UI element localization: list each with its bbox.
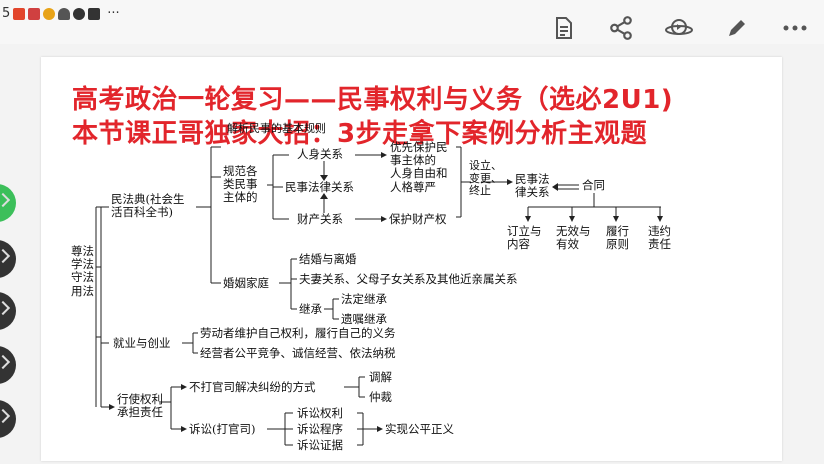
video-toolbar: [534, 10, 824, 46]
rights-line: 承担责任: [117, 405, 163, 420]
contract-item: 违约 责任: [648, 224, 671, 252]
edit-button[interactable]: [708, 10, 766, 46]
contract-item: 订立与 内容: [507, 224, 542, 252]
civil-code-line: 活百科全书): [111, 205, 173, 220]
establish-line: 设立、: [469, 159, 502, 172]
employment-item: 劳动者维护自己权利，履行自己的义务: [200, 326, 396, 340]
lawsuit-node: 诉讼(打官司): [189, 422, 256, 436]
contract-item-line: 有效: [556, 237, 579, 252]
watch-together-button[interactable]: [650, 10, 708, 46]
document-button[interactable]: [534, 10, 592, 46]
contract-node: 合同: [582, 178, 605, 192]
regulate-line: 规范各: [223, 164, 258, 178]
establish-line: 终止: [469, 184, 491, 198]
slide-title-line2: 本节课正哥独家大招：3步走拿下案例分析主观题: [72, 119, 648, 149]
civil-legal-rel-line: 律关系: [515, 185, 550, 200]
chevron-right-icon: [0, 300, 11, 316]
establish-node: 设立、 变更、 终止: [469, 159, 502, 198]
side-button-4[interactable]: [0, 346, 16, 384]
contract-item-line: 责任: [648, 237, 671, 252]
tiktok-icon: [88, 7, 101, 20]
regulate-line: 类民事: [223, 177, 258, 192]
bell-icon: [58, 7, 71, 20]
contract-item-line: 无效与: [556, 224, 591, 238]
chevron-right-icon: [0, 408, 11, 424]
civil-code-node: 民法典(社会生 活百科全书): [111, 192, 185, 220]
contract-item: 履行 原则: [606, 224, 629, 252]
share-icon: [610, 16, 632, 40]
no-lawsuit-item: 调解: [369, 370, 392, 384]
civil-legal-rel-node: 民事法 律关系: [515, 172, 550, 200]
document-icon: [556, 17, 572, 39]
slide-title-line1: 高考政治一轮复习——民事权利与义务（选必2U1): [72, 85, 674, 115]
basic-rules-label: 解析民事的基本规则: [227, 122, 326, 135]
contract-item-line: 内容: [507, 237, 530, 252]
priority-line: 事主体的: [390, 153, 436, 168]
more-icon: [783, 25, 807, 31]
regulate-line: 主体的: [223, 190, 258, 205]
side-button-2[interactable]: [0, 240, 16, 278]
marriage-item: 结婚与离婚: [299, 252, 357, 266]
edit-icon: [729, 20, 745, 36]
contract-item-line: 履行: [606, 224, 629, 238]
chevron-right-icon: [0, 192, 11, 208]
root-node: 尊法 学法 守法 用法: [71, 244, 94, 298]
marriage-node: 婚姻家庭: [223, 276, 269, 290]
marriage-item: 夫妻关系、父母子女关系及其他近亲属关系: [299, 272, 518, 286]
civil-legal-rel-line: 民事法: [515, 172, 550, 186]
watch-icon: [665, 19, 693, 35]
root-line: 用法: [71, 283, 94, 298]
civil-legal-relation-node: 民事法律关系: [285, 180, 354, 194]
property-relation-node: 财产关系: [297, 212, 343, 226]
inherit-item: 法定继承: [341, 292, 387, 306]
contract-item-line: 违约: [648, 224, 671, 238]
no-lawsuit-item: 仲裁: [369, 390, 392, 404]
priority-line: 人身自由和: [390, 166, 448, 181]
contract-item: 无效与 有效: [556, 224, 591, 252]
employment-node: 就业与创业: [113, 336, 171, 350]
status-text: 5: [2, 6, 11, 21]
priority-line: 优先保护民: [390, 140, 448, 154]
status-bar: 5 ···: [0, 0, 824, 44]
chevron-right-icon: [0, 354, 11, 370]
chat-icon: [73, 7, 86, 20]
taobao-icon: [43, 7, 56, 20]
share-button[interactable]: [592, 10, 650, 46]
diagram-connectors: [95, 146, 663, 446]
app-notification-icon: [13, 7, 26, 20]
lawsuit-item: 诉讼权利: [297, 406, 343, 420]
employment-item: 经营者公平竞争、诚信经营、依法纳税: [200, 346, 396, 360]
chevron-right-icon: [0, 248, 11, 264]
side-button-1[interactable]: [0, 184, 16, 222]
inherit-node: 继承: [299, 302, 322, 316]
regulate-node: 规范各 类民事 主体的: [223, 164, 258, 205]
rights-line: 行使权利: [117, 392, 163, 406]
inherit-item: 遗嘱继承: [341, 312, 387, 326]
root-line: 守法: [71, 270, 94, 285]
lawsuit-item: 诉讼证据: [297, 438, 343, 452]
priority-protection-node: 优先保护民 事主体的 人身自由和 人格尊严: [390, 140, 448, 194]
status-dots: ···: [107, 6, 120, 21]
contract-item-line: 订立与: [507, 224, 542, 238]
establish-line: 变更、: [469, 171, 502, 185]
priority-line: 人格尊严: [390, 179, 436, 194]
slide: 高考政治一轮复习——民事权利与义务（选必2U1) 本节课正哥独家大招：3步走拿下…: [41, 57, 782, 461]
civil-code-line: 民法典(社会生: [111, 192, 185, 206]
justice-node: 实现公平正义: [385, 422, 454, 436]
status-left: 5 ···: [2, 6, 120, 21]
root-line: 学法: [71, 257, 94, 272]
contract-item-line: 原则: [606, 237, 629, 252]
personal-relation-node: 人身关系: [297, 147, 343, 161]
lawsuit-item: 诉讼程序: [297, 422, 343, 436]
weibo-icon: [28, 7, 41, 20]
protect-property-node: 保护财产权: [389, 212, 447, 226]
root-line: 尊法: [71, 244, 94, 258]
rights-node: 行使权利 承担责任: [117, 392, 163, 420]
no-lawsuit-node: 不打官司解决纠纷的方式: [189, 380, 316, 394]
more-button[interactable]: [766, 10, 824, 46]
side-button-3[interactable]: [0, 292, 16, 330]
side-button-5[interactable]: [0, 400, 16, 438]
